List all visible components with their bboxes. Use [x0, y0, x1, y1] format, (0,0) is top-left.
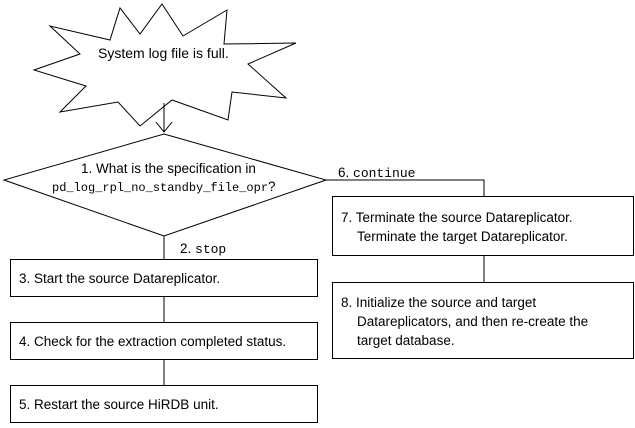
step-8-line-3: target database. — [357, 333, 455, 348]
decision-question: 1. What is the specification in — [81, 161, 256, 176]
start-text: System log file is full. — [98, 45, 229, 61]
branch-number-continue: 6. — [338, 165, 350, 180]
start-starburst — [32, 3, 297, 127]
decision-parameter: pd_log_rpl_no_standby_file_opr? — [52, 178, 276, 197]
branch-label-stop: 2. stop — [180, 240, 226, 258]
step-5-text: 5. Restart the source HiRDB unit. — [19, 397, 219, 412]
step-7-line-2: Terminate the target Datareplicator. — [357, 229, 568, 244]
branch-code-continue: continue — [353, 166, 416, 181]
question-mark: ? — [268, 179, 276, 194]
branch-number-stop: 2. — [180, 241, 192, 256]
connector-continue — [326, 179, 485, 196]
step-8-line-1: 8. Initialize the source and target — [341, 295, 537, 310]
step-box-3: 3. Start the source Datareplicator. — [10, 259, 318, 297]
step-8-line-2: Datareplicators, and then re-create the — [357, 314, 589, 329]
step-box-7: 7. Terminate the source Datareplicator. … — [332, 196, 634, 256]
step-7-line-1: 7. Terminate the source Datareplicator. — [341, 210, 573, 225]
step-box-5: 5. Restart the source HiRDB unit. — [10, 385, 318, 423]
parameter-code: pd_log_rpl_no_standby_file_opr — [52, 181, 269, 195]
step-3-text: 3. Start the source Datareplicator. — [19, 271, 221, 286]
step-4-text: 4. Check for the extraction completed st… — [19, 334, 287, 349]
branch-code-stop: stop — [195, 242, 227, 257]
step-box-8: 8. Initialize the source and target Data… — [332, 282, 634, 359]
arrowhead-icon — [155, 121, 173, 133]
step-box-4: 4. Check for the extraction completed st… — [10, 322, 318, 360]
branch-label-continue: 6. continue — [338, 164, 415, 182]
